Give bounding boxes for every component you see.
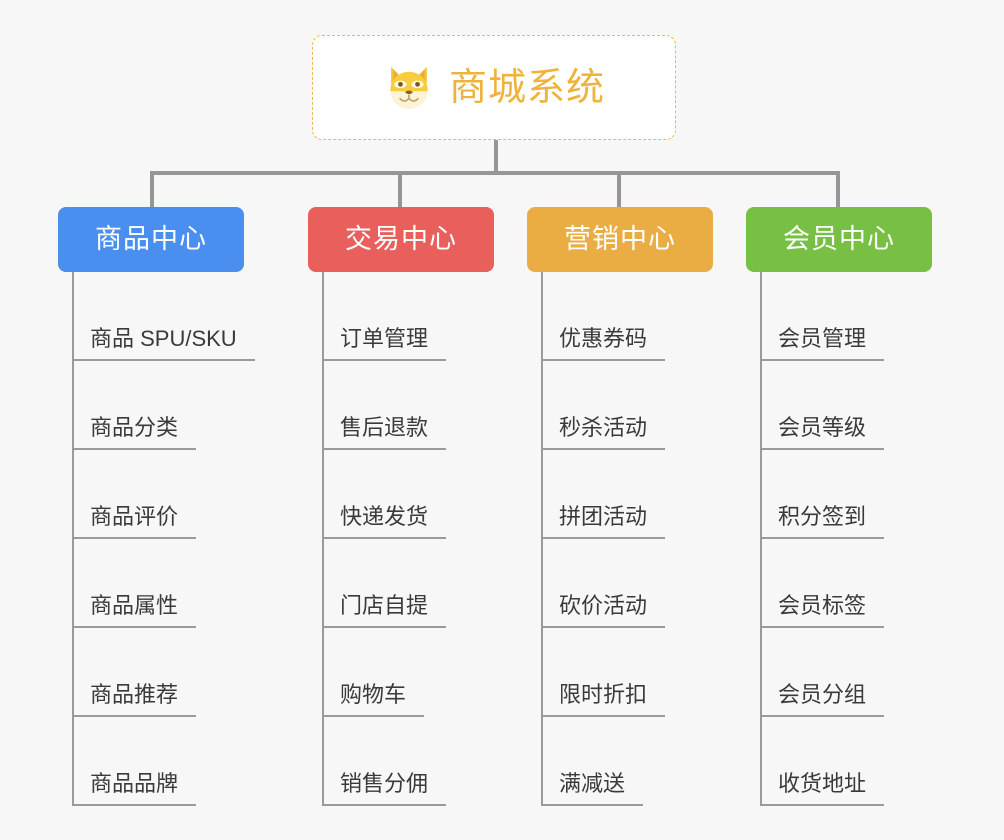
leaf-item[interactable]: 收货地址 (760, 717, 885, 806)
branch-connector-drop-2 (398, 171, 402, 207)
leaf-item-label: 快递发货 (322, 506, 447, 539)
leaf-item[interactable]: 秒杀活动 (541, 361, 666, 450)
leaf-item[interactable]: 商品分类 (72, 361, 255, 450)
leaf-item[interactable]: 限时折扣 (541, 628, 666, 717)
branch-header-label: 会员中心 (783, 224, 895, 254)
leaf-item-label: 商品属性 (72, 595, 197, 628)
leaf-column-product-center: 商品 SPU/SKU 商品分类 商品评价 商品属性 商品推荐 商品品牌 (72, 272, 255, 806)
leaf-item[interactable]: 会员分组 (760, 628, 885, 717)
leaf-item-label: 商品推荐 (72, 684, 197, 717)
leaf-item-label: 门店自提 (322, 595, 447, 628)
branch-connector-bus (150, 171, 840, 175)
root-title: 商城系统 (448, 66, 605, 109)
leaf-item-label: 订单管理 (322, 328, 447, 361)
leaf-item-label: 拼团活动 (541, 506, 666, 539)
leaf-item[interactable]: 会员标签 (760, 539, 885, 628)
branch-header-label: 交易中心 (345, 224, 457, 254)
leaf-item-label: 商品品牌 (72, 773, 197, 806)
leaf-item[interactable]: 商品属性 (72, 539, 255, 628)
leaf-item[interactable]: 销售分佣 (322, 717, 447, 806)
leaf-item[interactable]: 售后退款 (322, 361, 447, 450)
leaf-item[interactable]: 商品评价 (72, 450, 255, 539)
leaf-item[interactable]: 拼团活动 (541, 450, 666, 539)
leaf-item-label: 砍价活动 (541, 595, 666, 628)
leaf-item-label: 会员分组 (760, 684, 885, 717)
leaf-item-label: 满减送 (541, 773, 644, 806)
leaf-item[interactable]: 砍价活动 (541, 539, 666, 628)
root-connector-stem (494, 140, 498, 175)
leaf-trunk-line (541, 272, 543, 806)
leaf-item-label: 会员等级 (760, 417, 885, 450)
branch-header-label: 商品中心 (95, 224, 207, 254)
leaf-item-label: 限时折扣 (541, 684, 666, 717)
leaf-item[interactable]: 购物车 (322, 628, 446, 717)
branch-header-trade-center[interactable]: 交易中心 (308, 207, 494, 272)
leaf-trunk-line (72, 272, 74, 806)
leaf-item[interactable]: 门店自提 (322, 539, 447, 628)
leaf-item[interactable]: 会员管理 (760, 272, 885, 361)
leaf-item-label: 商品 SPU/SKU (72, 328, 255, 361)
leaf-column-member-center: 会员管理 会员等级 积分签到 会员标签 会员分组 收货地址 (760, 272, 885, 806)
leaf-item[interactable]: 积分签到 (760, 450, 885, 539)
leaf-column-marketing-center: 优惠券码 秒杀活动 拼团活动 砍价活动 限时折扣 满减送 (541, 272, 666, 806)
leaf-column-trade-center: 订单管理 售后退款 快递发货 门店自提 购物车 销售分佣 (322, 272, 447, 806)
leaf-item-label: 会员管理 (760, 328, 885, 361)
leaf-item-label: 销售分佣 (322, 773, 447, 806)
branch-connector-drop-3 (617, 171, 621, 207)
leaf-trunk-line (322, 272, 324, 806)
leaf-item-label: 购物车 (322, 684, 425, 717)
leaf-item-label: 秒杀活动 (541, 417, 666, 450)
branch-connector-drop-4 (836, 171, 840, 207)
branch-header-label: 营销中心 (564, 224, 676, 254)
branch-header-product-center[interactable]: 商品中心 (58, 207, 244, 272)
leaf-item-label: 会员标签 (760, 595, 885, 628)
root-node[interactable]: 商城系统 (312, 35, 676, 140)
branch-header-marketing-center[interactable]: 营销中心 (527, 207, 713, 272)
branch-connector-drop-1 (150, 171, 154, 207)
leaf-item[interactable]: 商品 SPU/SKU (72, 272, 255, 361)
leaf-item[interactable]: 满减送 (541, 717, 665, 806)
leaf-item[interactable]: 商品品牌 (72, 717, 255, 806)
leaf-item[interactable]: 会员等级 (760, 361, 885, 450)
leaf-item-label: 售后退款 (322, 417, 447, 450)
leaf-item-label: 优惠券码 (541, 328, 666, 361)
leaf-item-label: 收货地址 (760, 773, 885, 806)
leaf-item[interactable]: 优惠券码 (541, 272, 666, 361)
shiba-dog-face-icon (390, 66, 428, 109)
branch-header-member-center[interactable]: 会员中心 (746, 207, 932, 272)
leaf-trunk-line (760, 272, 762, 806)
leaf-item-label: 商品评价 (72, 506, 197, 539)
leaf-item[interactable]: 快递发货 (322, 450, 447, 539)
leaf-item-label: 积分签到 (760, 506, 885, 539)
leaf-item[interactable]: 商品推荐 (72, 628, 255, 717)
leaf-item-label: 商品分类 (72, 417, 197, 450)
leaf-item[interactable]: 订单管理 (322, 272, 447, 361)
